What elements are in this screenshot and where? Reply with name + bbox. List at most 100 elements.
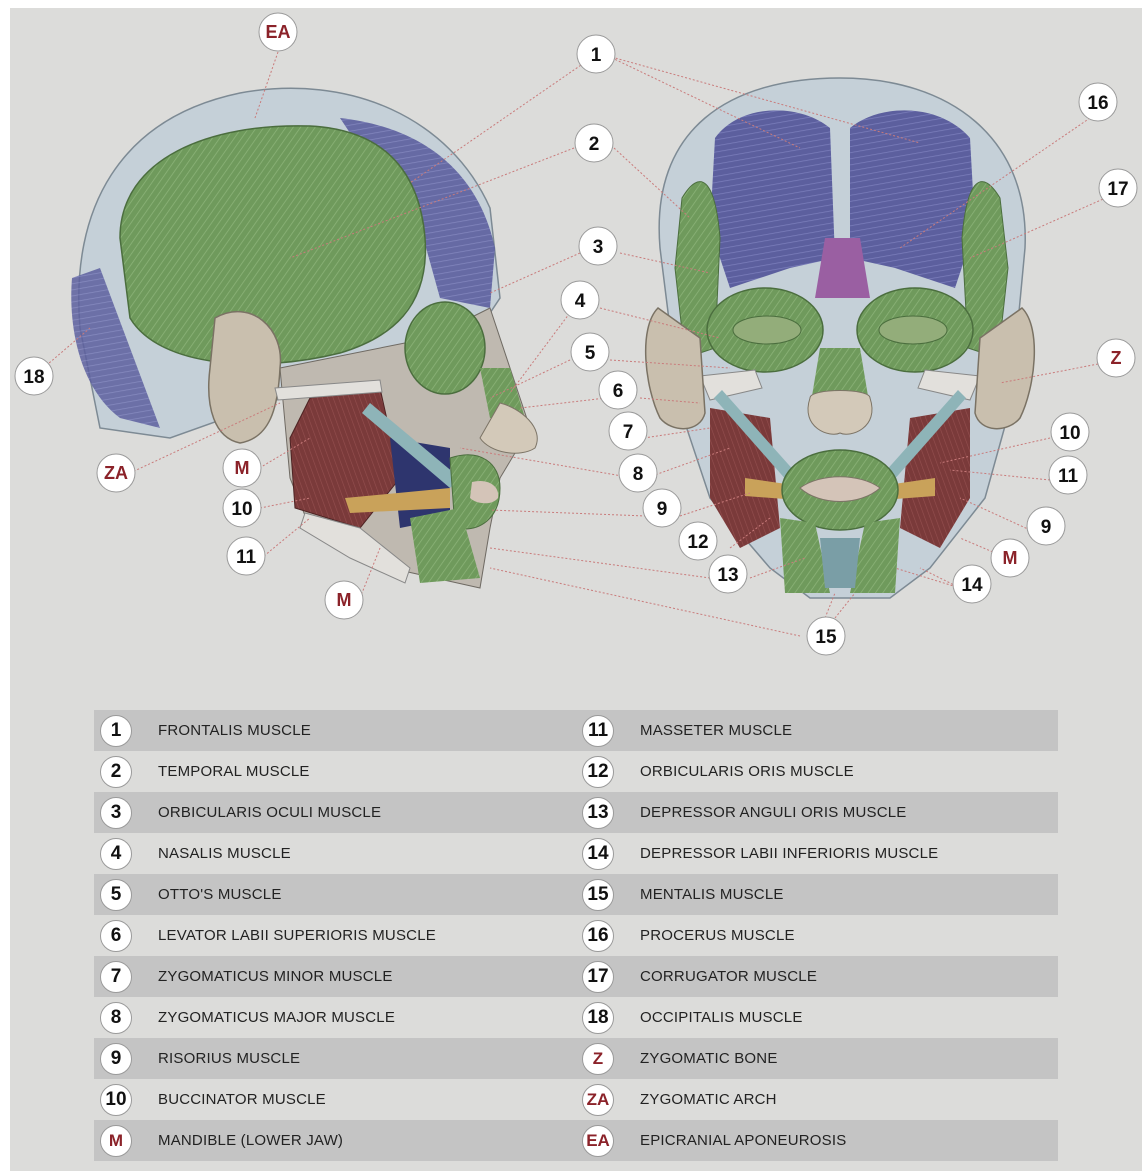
legend-label: PROCERUS MUSCLE [640,927,795,944]
legend-key-badge: Z [582,1043,614,1075]
callout-14: 14 [953,565,991,603]
callout-label: Z [1111,348,1122,368]
legend-row: 11 MASSETER MUSCLE [576,710,1058,751]
legend-row: 6 LEVATOR LABII SUPERIORIS MUSCLE [94,915,576,956]
callout-label: 6 [613,381,624,402]
legend-label: FRONTALIS MUSCLE [158,722,311,739]
callout-label: 11 [236,547,257,568]
legend-label: OCCIPITALIS MUSCLE [640,1009,803,1026]
callout-EA: EA [259,13,297,51]
callout-4: 4 [561,281,599,319]
callout-label: 13 [717,565,738,586]
legend-label: MENTALIS MUSCLE [640,886,784,903]
legend-row: 3 ORBICULARIS OCULI MUSCLE [94,792,576,833]
frontalis-right-shape [850,110,975,288]
legend-label: MASSETER MUSCLE [640,722,792,739]
legend-key-badge: 12 [582,756,614,788]
legend-key-badge: 8 [100,1002,132,1034]
legend-key-badge: 17 [582,961,614,993]
legend-label: RISORIUS MUSCLE [158,1050,300,1067]
legend-label: MANDIBLE (LOWER JAW) [158,1132,343,1149]
legend-row: 16 PROCERUS MUSCLE [576,915,1058,956]
eye-left-shape [733,316,801,344]
callout-8: 8 [619,454,657,492]
legend-key-badge: 2 [100,756,132,788]
legend-row: 5OTTO'S MUSCLE [94,874,576,915]
legend-row: 8 ZYGOMATICUS MAJOR MUSCLE [94,997,576,1038]
legend-label: ZYGOMATICUS MAJOR MUSCLE [158,1009,395,1026]
callout-13: 13 [709,555,747,593]
mentalis-shape [820,538,860,588]
legend-label: LEVATOR LABII SUPERIORIS MUSCLE [158,927,436,944]
callout-label: 18 [23,367,44,388]
callout-label: M [337,590,352,610]
callout-2: 2 [575,124,613,162]
callout-label: 2 [589,134,600,155]
legend-key-badge: 3 [100,797,132,829]
callout-Mb: M [325,581,363,619]
legend-label: ZYGOMATICUS MINOR MUSCLE [158,968,393,985]
callout-ZA: ZA [97,454,135,492]
callout-label: 8 [633,464,644,485]
callout-7: 7 [609,412,647,450]
legend-key-badge: M [100,1125,132,1157]
callout-label: 10 [1059,423,1080,444]
legend-key-badge: 16 [582,920,614,952]
side-view-head [71,88,537,588]
legend-row: 9 RISORIUS MUSCLE [94,1038,576,1079]
legend-label: CORRUGATOR MUSCLE [640,968,817,985]
legend-row: 18OCCIPITALIS MUSCLE [576,997,1058,1038]
legend-row: 2 TEMPORAL MUSCLE [94,751,576,792]
legend-row: 1FRONTALIS MUSCLE [94,710,576,751]
callout-5: 5 [571,333,609,371]
legend-label: NASALIS MUSCLE [158,845,291,862]
callout-label: M [235,458,250,478]
callout-3: 3 [579,227,617,265]
ear-side-shape [209,312,281,443]
legend-label: BUCCINATOR MUSCLE [158,1091,326,1108]
front-view-head [646,78,1035,598]
legend-table: 1FRONTALIS MUSCLE 2 TEMPORAL MUSCLE 3 ORBICU… [94,710,1058,1161]
callout-label: 4 [575,291,586,312]
legend-key-badge: 11 [582,715,614,747]
callout-1: 1 [577,35,615,73]
callout-label: 17 [1107,179,1128,200]
nose-front-shape [808,391,872,435]
legend-key-badge: 4 [100,838,132,870]
legend-label: DEPRESSOR LABII INFERIORIS MUSCLE [640,845,938,862]
facial-muscles-illustration: EA 1 16 2 17 3 4 5 Z 18 6 7 10 ZA M 8 11… [10,8,1142,688]
legend-label: EPICRANIAL APONEUROSIS [640,1132,846,1149]
callout-label: 16 [1087,93,1108,114]
legend-label: TEMPORAL MUSCLE [158,763,310,780]
callout-label: 3 [593,237,604,258]
callout-16: 16 [1079,83,1117,121]
frontalis-left-shape [710,110,835,288]
legend-row: 13DEPRESSOR ANGULI ORIS MUSCLE [576,792,1058,833]
legend-row: 10BUCCINATOR MUSCLE [94,1079,576,1120]
callout-label: ZA [104,463,128,483]
callout-11b: 11 [1049,456,1087,494]
legend-row: 15 MENTALIS MUSCLE [576,874,1058,915]
legend-key-badge: EA [582,1125,614,1157]
legend-label: ZYGOMATIC ARCH [640,1091,777,1108]
legend-label: OTTO'S MUSCLE [158,886,282,903]
legend-key-badge: 15 [582,879,614,911]
legend-label: ORBICULARIS OCULI MUSCLE [158,804,381,821]
callout-label: 9 [657,499,668,520]
callout-9a: 9 [643,489,681,527]
temporal-shape [120,126,425,364]
legend-key-badge: 9 [100,1043,132,1075]
callout-9b: 9 [1027,507,1065,545]
callout-15: 15 [807,617,845,655]
callout-label: 11 [1058,466,1079,487]
legend-row: 12ORBICULARIS ORIS MUSCLE [576,751,1058,792]
legend-key-badge: 7 [100,961,132,993]
callout-label: EA [265,22,290,42]
legend-key-badge: 6 [100,920,132,952]
callout-label: M [1003,548,1018,568]
callout-6: 6 [599,371,637,409]
legend-row: M MANDIBLE (LOWER JAW) [94,1120,576,1161]
legend-row: ZZYGOMATIC BONE [576,1038,1058,1079]
callout-Ma: M [223,449,261,487]
callout-label: 7 [623,422,634,443]
